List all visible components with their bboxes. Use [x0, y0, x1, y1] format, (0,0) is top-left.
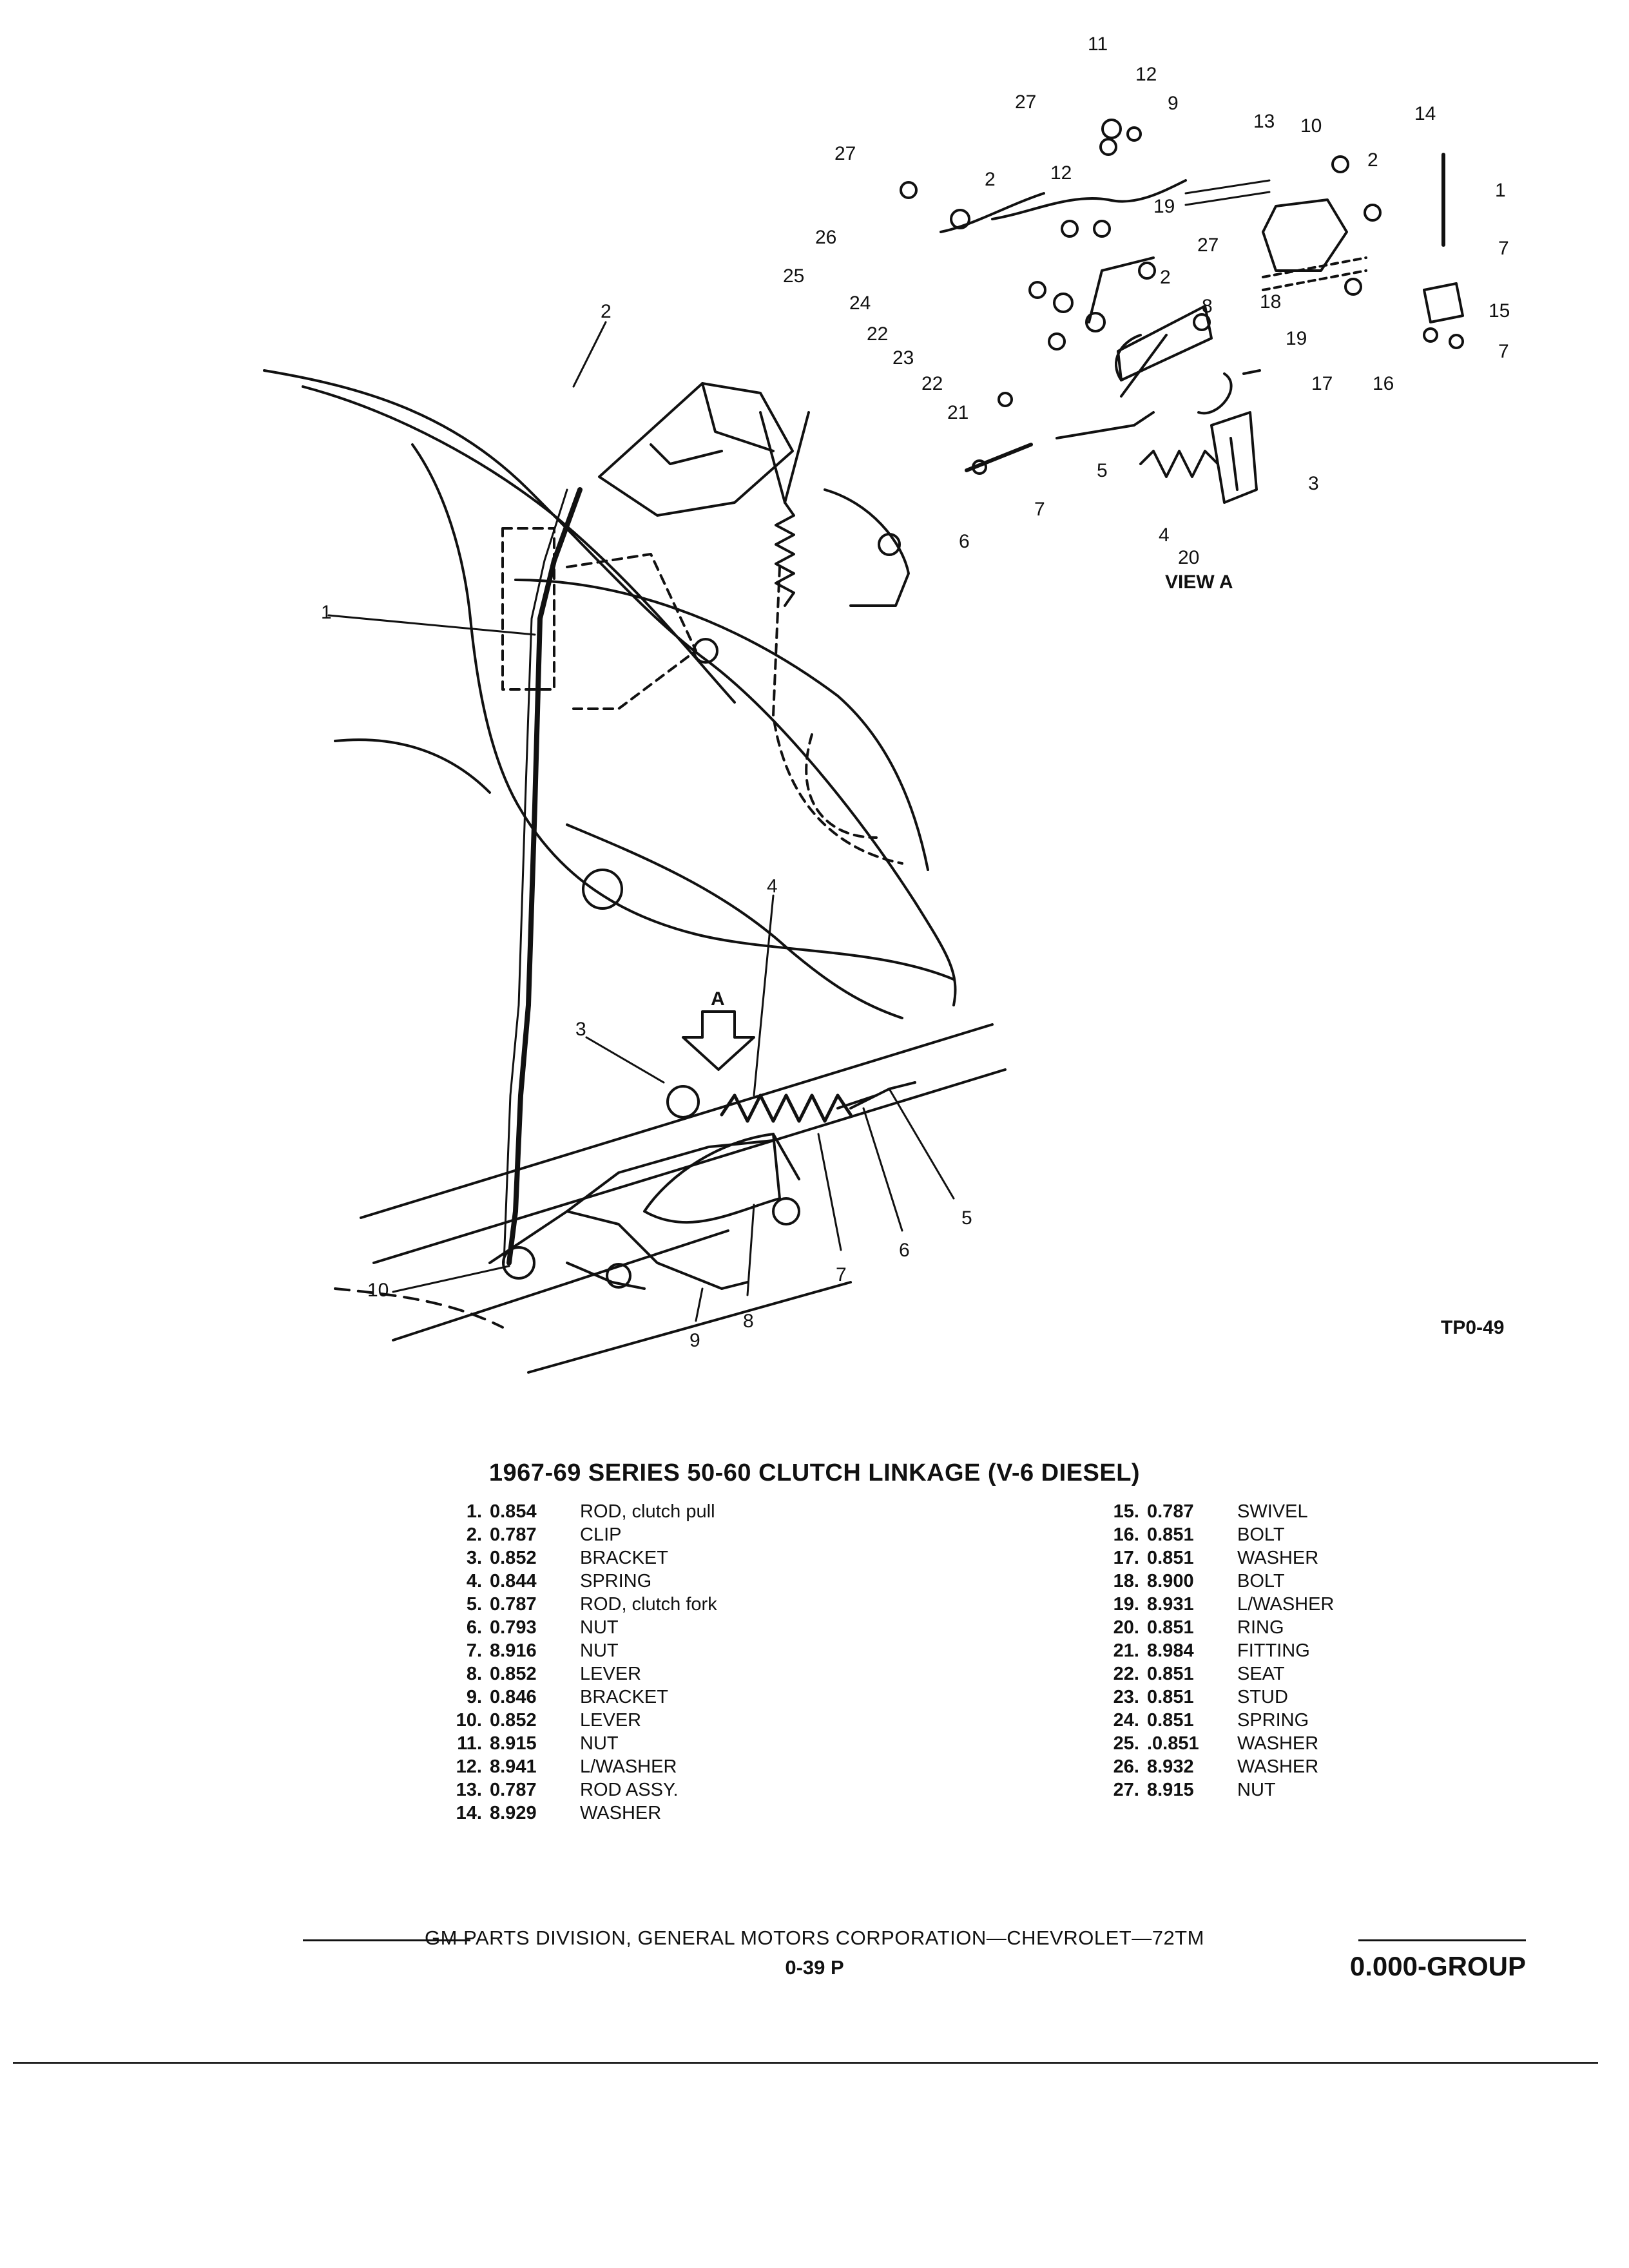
callout-4: 4: [767, 876, 778, 897]
footer-publisher: GM PARTS DIVISION, GENERAL MOTORS CORPOR…: [425, 1927, 1204, 1949]
clutch-linkage-diagram: 1 2 3 4 5 6 7 8 9 10 11 12 27 9 13 10 14…: [263, 34, 1510, 1374]
view-callout-5: 5: [1097, 460, 1108, 481]
view-callout-17: 17: [1311, 373, 1333, 394]
callout-8: 8: [743, 1311, 754, 1332]
callout-5: 5: [961, 1207, 972, 1229]
view-callout-12b: 12: [1050, 162, 1072, 184]
view-callout-7a: 7: [1498, 238, 1509, 259]
view-callout-24: 24: [849, 293, 871, 314]
view-callout-11: 11: [1088, 34, 1108, 55]
view-callout-27a: 27: [1015, 91, 1036, 113]
view-callout-22a: 22: [867, 323, 888, 345]
callout-7: 7: [836, 1264, 847, 1285]
view-callout-27c: 27: [1197, 235, 1219, 256]
clutch-fork-spring: [720, 1093, 853, 1123]
view-callout-19a: 19: [1153, 196, 1175, 217]
callout-10: 10: [367, 1280, 389, 1301]
view-callout-20: 20: [1178, 547, 1199, 568]
view-callout-12a: 12: [1135, 64, 1157, 85]
view-callout-10: 10: [1300, 115, 1322, 137]
callout-6: 6: [899, 1240, 910, 1261]
view-callout-25: 25: [783, 265, 804, 287]
footer-rule-right: [1358, 1939, 1526, 1941]
view-a-marker: A: [711, 988, 725, 1010]
view-callout-27b: 27: [834, 143, 856, 164]
view-callout-9: 9: [1168, 93, 1179, 114]
page-number: 0-39 P: [785, 1956, 844, 1979]
callout-2: 2: [601, 301, 612, 322]
bellhousing-outline: [263, 369, 957, 1006]
view-callout-2c: 2: [1160, 267, 1171, 288]
view-callout-15: 15: [1489, 300, 1510, 322]
view-callout-19b: 19: [1286, 328, 1307, 349]
view-callout-1: 1: [1495, 180, 1506, 201]
callout-3: 3: [575, 1019, 586, 1040]
figure-id: TP0-49: [1441, 1317, 1505, 1338]
view-callout-7b: 7: [1498, 341, 1509, 362]
view-a-label: VIEW A: [1165, 572, 1233, 593]
view-callout-21: 21: [947, 402, 969, 423]
view-callout-26: 26: [815, 227, 836, 248]
callout-9: 9: [689, 1330, 700, 1351]
bottom-rule: [13, 2062, 1598, 2064]
view-callout-4: 4: [1159, 524, 1170, 546]
view-callout-8: 8: [1202, 296, 1213, 317]
page-title: 1967-69 SERIES 50-60 CLUTCH LINKAGE (V-6…: [488, 1459, 1141, 1486]
view-callout-2a: 2: [985, 169, 996, 190]
view-callout-16: 16: [1373, 373, 1394, 394]
view-callout-14: 14: [1414, 103, 1436, 124]
view-callout-23: 23: [892, 347, 914, 369]
view-callout-7c: 7: [1034, 499, 1045, 520]
view-callout-2b: 2: [1367, 149, 1378, 171]
view-callout-22b: 22: [921, 373, 943, 394]
view-a-arrow: [682, 1010, 755, 1071]
group-label: 0.000-GROUP: [1349, 1951, 1526, 1981]
view-callout-6: 6: [959, 531, 970, 552]
footer-rule-left: [303, 1939, 470, 1941]
callout-1: 1: [321, 602, 332, 623]
view-callout-18: 18: [1260, 291, 1281, 312]
view-callout-13: 13: [1253, 111, 1275, 132]
view-callout-3: 3: [1308, 473, 1319, 494]
clutch-pull-rod: [506, 487, 583, 1265]
